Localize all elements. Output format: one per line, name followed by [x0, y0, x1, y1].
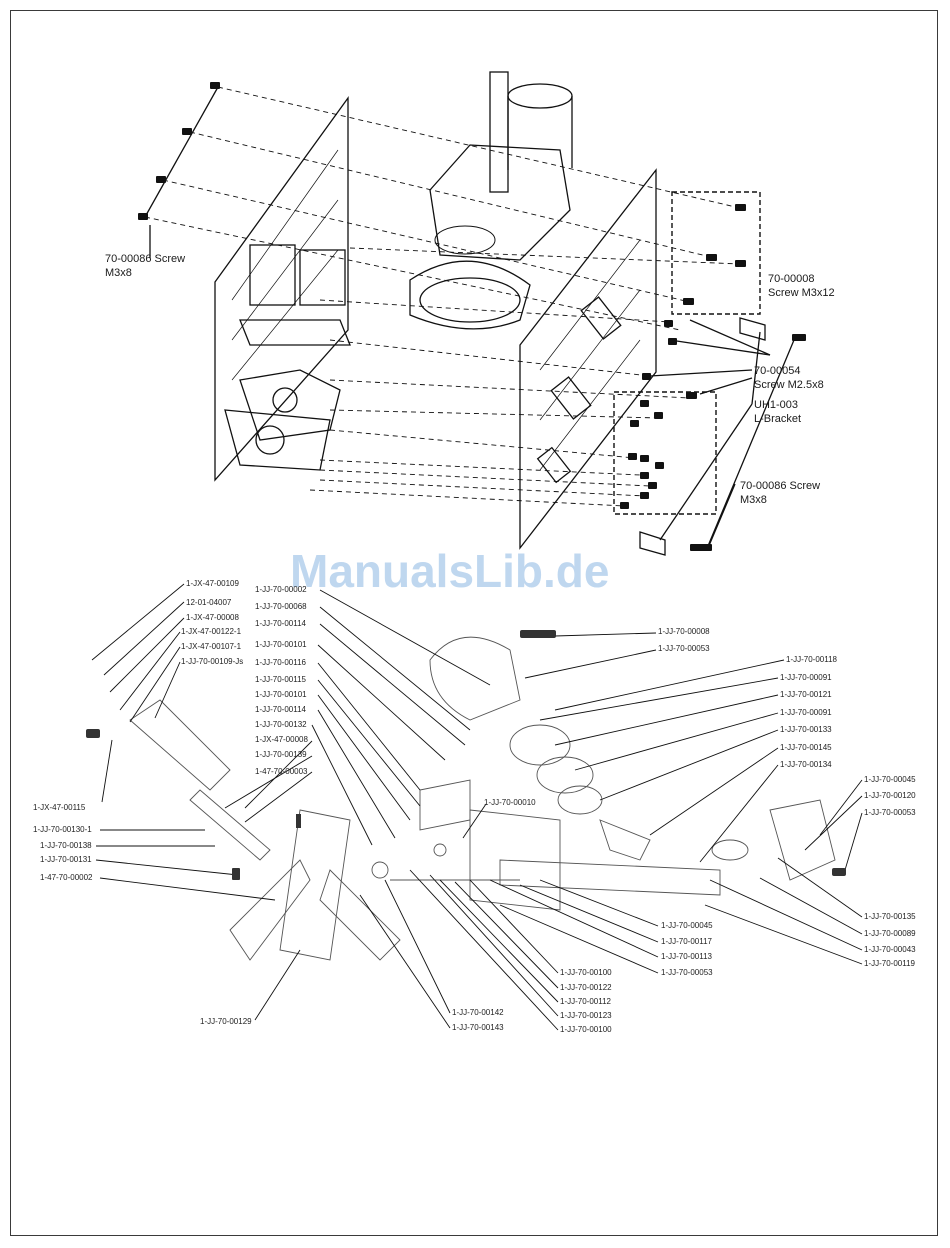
- watermark: ManualsLib.de: [290, 545, 610, 597]
- part-label: 1-JJ-70-00121: [780, 690, 832, 699]
- main-gear-housing: [429, 144, 571, 261]
- part-label: 1-JJ-70-00130-1: [33, 825, 92, 834]
- part-label: 1-JJ-70-00100: [560, 1025, 612, 1034]
- part-label: 1-JJ-70-00145: [780, 743, 832, 752]
- part-label: 1-JJ-70-00122: [560, 983, 612, 992]
- part-label: 1-JJ-70-00120: [864, 791, 916, 800]
- servo-left: [249, 244, 296, 306]
- tail-gearbox: [769, 799, 836, 881]
- part-label: 1-JJ-70-00112: [560, 997, 611, 1006]
- tail-shaft: [499, 859, 721, 896]
- part-label: 1-JX-47-00008: [186, 613, 239, 622]
- l-bracket-lower: [639, 531, 666, 556]
- part-label: 1-JJ-70-00002: [255, 585, 307, 594]
- part-label: 1-JJ-70-00068: [255, 602, 307, 611]
- part-label: 1-JX-47-00107-1: [181, 642, 242, 651]
- motor-shaft: [489, 71, 509, 193]
- part-label: 1-JJ-70-00131: [40, 855, 92, 864]
- part-label: 1-JJ-70-00089: [864, 929, 916, 938]
- part-label: 1-JJ-70-00133: [780, 725, 832, 734]
- part-label: 1-JJ-70-00139: [255, 750, 307, 759]
- part-label: 1-JJ-70-00138: [40, 841, 92, 850]
- part-label: 1-JJ-70-00114: [255, 619, 306, 628]
- part-label: 1-JJ-70-00134: [780, 760, 832, 769]
- left-side-plate: [214, 95, 349, 482]
- part-label: 1-JJ-70-00118: [786, 655, 837, 664]
- part-label: 1-JJ-70-00043: [864, 945, 916, 954]
- part-label: 1-JJ-70-00045: [864, 775, 916, 784]
- part-label: 1-JJ-70-00142: [452, 1008, 504, 1017]
- part-label: 1-JJ-70-00053: [864, 808, 916, 817]
- part-label: 1-JJ-70-00114: [255, 705, 306, 714]
- part-label: 1-JJ-70-00117: [661, 937, 712, 946]
- part-label: 1-JJ-70-00116: [255, 658, 306, 667]
- part-label: 1-JJ-70-00008: [658, 627, 710, 636]
- gearbox-plate: [469, 809, 561, 911]
- dashed-box-upper: [671, 191, 761, 315]
- part-label: 1-JJ-70-00101: [255, 640, 307, 649]
- right-side-plate: [519, 168, 657, 550]
- l-bracket-upper: [739, 317, 766, 341]
- part-label: 1-JJ-70-00115: [255, 675, 306, 684]
- page-frame: [10, 10, 938, 1236]
- part-label: 1-JX-47-00122-1: [181, 627, 242, 636]
- part-label: 1-JJ-70-00091: [780, 708, 832, 717]
- gear-mount: [409, 260, 531, 330]
- part-label: 1-JJ-70-00053: [661, 968, 713, 977]
- part-label: 1-47-70-00003: [255, 767, 308, 776]
- dashed-box-lower: [613, 391, 717, 515]
- part-label: 1-JJ-70-00135: [864, 912, 916, 921]
- part-label: 1-JX-47-00115: [33, 803, 86, 812]
- rotor-head: [279, 809, 351, 961]
- part-label: 1-JJ-70-00100: [560, 968, 612, 977]
- part-label: 1-JJ-70-00119: [864, 959, 915, 968]
- part-label: 12-01-04007: [186, 598, 232, 607]
- part-label: 1-JJ-70-00091: [780, 673, 832, 682]
- part-label: 1-JJ-70-00101: [255, 690, 307, 699]
- part-label: 1-JJ-70-00143: [452, 1023, 504, 1032]
- part-label: 1-JJ-70-00053: [658, 644, 710, 653]
- part-label: 1-JJ-70-00045: [661, 921, 713, 930]
- part-label: 1-47-70-00002: [40, 873, 93, 882]
- motor-housing: [429, 636, 521, 721]
- swash-link-arm: [129, 699, 231, 791]
- part-label: 1-JJ-70-00123: [560, 1011, 612, 1020]
- part-label: 1-JX-47-00109: [186, 579, 239, 588]
- part-label: 1-JJ-70-00129: [200, 1017, 252, 1026]
- part-label: 1-JJ-70-00113: [661, 952, 712, 961]
- part-label: 1-JJ-70-00109-Js: [181, 657, 244, 666]
- part-label: 1-JX-47-00008: [255, 735, 308, 744]
- servo-right: [299, 249, 346, 306]
- part-label: 1-JJ-70-00132: [255, 720, 307, 729]
- part-label: 1-JJ-70-00010: [484, 798, 536, 807]
- lower-frame-block: [239, 369, 341, 441]
